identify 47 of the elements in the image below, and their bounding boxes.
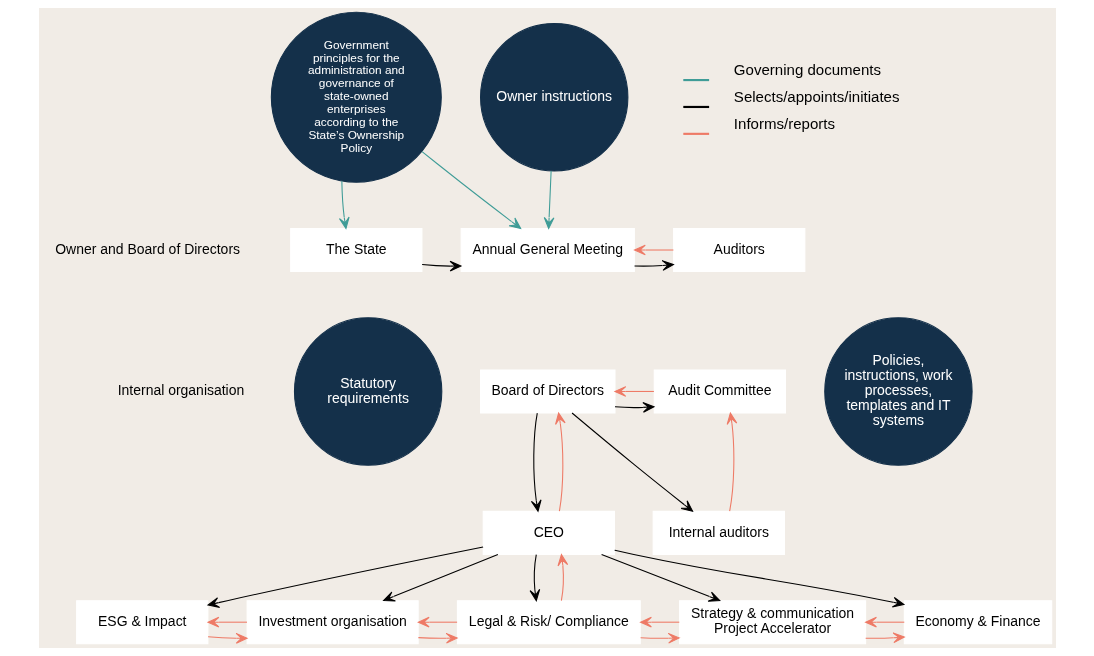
arrow [207,632,248,644]
arrow [613,549,904,608]
arrow [864,616,905,628]
node-box: Legal & Risk/ Compliance [456,600,641,645]
node-circle: Government principles for the administration and governance of state-owned enterprises according to the State’s Ownership Policy [270,11,442,183]
arrow [864,632,905,644]
arrow [571,412,693,512]
node-box: CEO [482,510,615,555]
arrow [207,616,248,628]
legend-label: Selects/appoints/initiates [733,87,899,105]
node-box: Internal auditors [652,510,785,555]
arrow [417,632,458,644]
arrow [600,554,720,602]
arrow [207,546,484,608]
arrow [382,554,498,602]
arrow [639,632,680,644]
node-box: Economy & Finance [903,600,1052,645]
arrow [421,260,461,272]
label: Internal organisation [117,382,244,399]
legend-label: Governing documents [733,60,881,78]
arrow [530,412,542,512]
arrow [554,412,566,512]
arrow [543,170,554,229]
node-circle: Policies, instructions, work processes, templates and IT systems [823,317,973,466]
arrow [613,402,654,413]
node-box: Investment organisation [246,600,419,645]
label: Owner and Board of Directors [54,240,240,257]
node-box: Auditors [672,227,805,273]
arrow [633,244,674,256]
arrow [726,412,737,512]
arrow [613,386,654,397]
arrow [639,616,680,628]
arrow [557,554,568,602]
arrow [338,180,350,229]
node-circle: Statutory requirements [293,317,442,466]
arrow [529,554,540,602]
node-box: Board of Directors [479,369,616,414]
node-box: ESG & Impact [75,600,208,645]
arrow [633,260,674,271]
node-circle: Owner instructions [479,23,628,172]
legend-label: Informs/reports [733,114,835,132]
node-box: Strategy & communication Project Accelerator [678,600,866,645]
node-box: Audit Committee [653,369,786,414]
node-box: Annual General Meeting [460,227,635,273]
node-box: The State [289,227,422,273]
arrow [421,151,521,229]
arrow [417,616,458,628]
